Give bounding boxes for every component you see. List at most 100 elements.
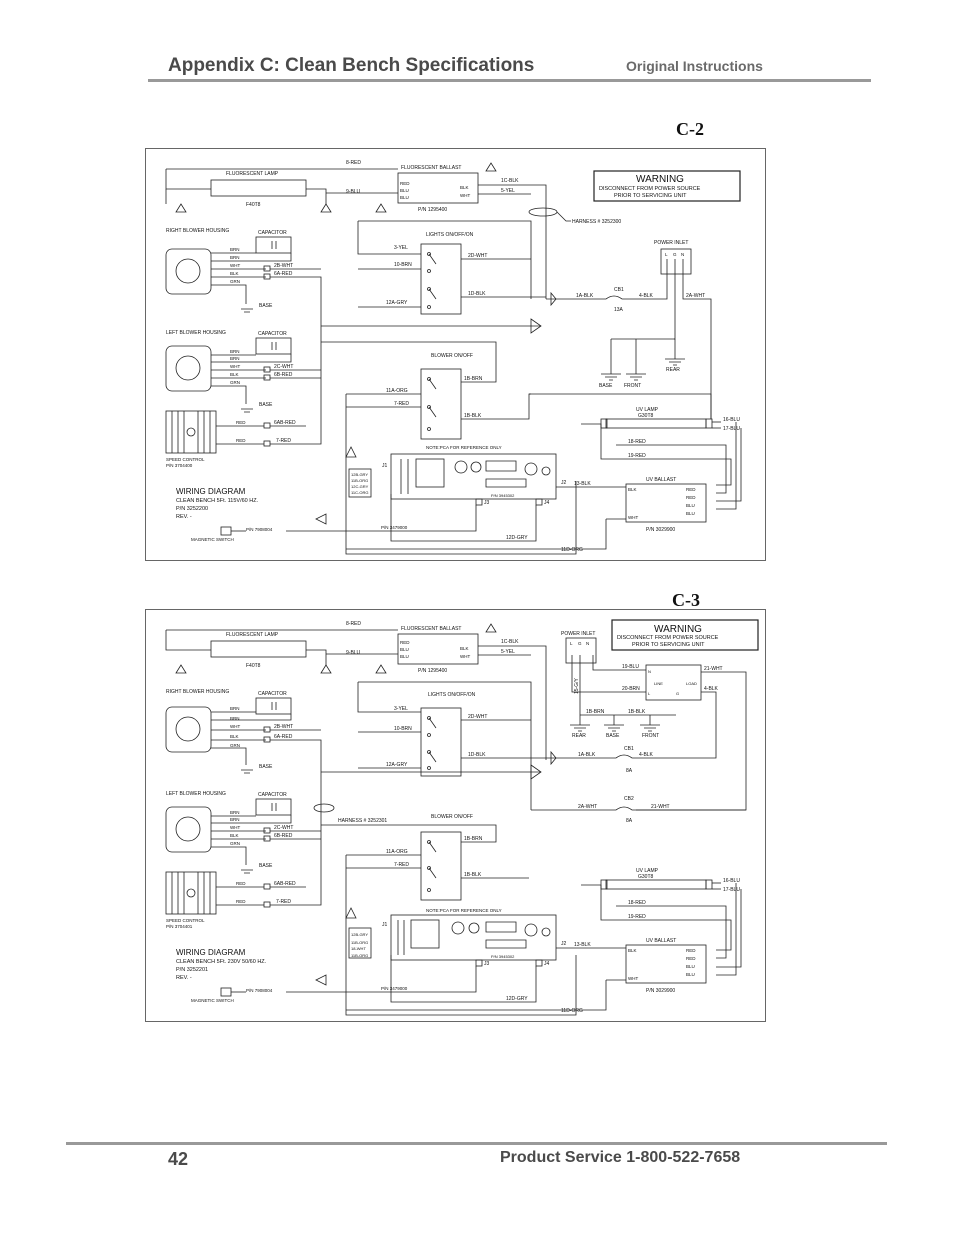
wire-label: 21-WHT <box>704 666 723 672</box>
wire-label: 2C-WHT <box>274 364 293 370</box>
wire-label: 7-RED <box>394 401 409 407</box>
wire-label: 1A-BLK <box>576 293 594 299</box>
wire-label: 1B-BLK <box>628 709 646 715</box>
wire-label: 13-BLK <box>574 481 591 487</box>
ground-label: REAR <box>572 733 586 739</box>
wiring-diagram-rev: REV. - <box>176 514 192 520</box>
wire-label: 6B-RED <box>274 833 293 839</box>
svg-text:WHT: WHT <box>628 515 638 520</box>
svg-text:BLU: BLU <box>686 964 695 969</box>
wire-label: 7-RED <box>276 438 291 444</box>
wire-label: 13-BLK <box>574 942 591 948</box>
harness-label: HARNESS # 3252300 <box>572 219 621 225</box>
svg-text:J2: J2 <box>561 941 567 947</box>
wire-label: 3-YEL <box>394 706 408 712</box>
svg-text:J3: J3 <box>484 500 490 506</box>
uv-lamp-part: G30T8 <box>638 413 654 419</box>
svg-text:11C-ORG: 11C-ORG <box>351 490 368 495</box>
svg-text:RED: RED <box>236 899 246 904</box>
wire-label: 17-BLU <box>723 887 740 893</box>
svg-text:J3: J3 <box>484 961 490 967</box>
ground-label: FRONT <box>624 383 641 389</box>
page-header-title: Appendix C: Clean Bench Specifications <box>168 55 535 76</box>
svg-text:BLK: BLK <box>230 833 239 838</box>
wire-label: 8-RED <box>346 621 361 627</box>
wire-label: 12D-GRY <box>506 535 528 541</box>
wire-label: 19-RED <box>628 914 646 920</box>
svg-text:RED: RED <box>686 495 696 500</box>
svg-text:GRN: GRN <box>230 380 240 385</box>
wire-label: 12D-GRY <box>506 996 528 1002</box>
speed-control-label: SPEED CONTROL <box>166 918 205 923</box>
fl-lamp-part: F40T8 <box>246 663 261 669</box>
magnetic-switch-part: P/N 7908004 <box>246 527 273 532</box>
lights-switch <box>420 707 462 777</box>
magnetic-switch <box>220 987 232 997</box>
fl-lamp-label: FLUORESCENT LAMP <box>226 171 279 177</box>
wire-label: 18-RED <box>628 900 646 906</box>
ground-label: BASE <box>259 764 273 770</box>
capacitor-label: CAPACITOR <box>258 691 287 697</box>
wire-label: 1B-BRN <box>586 709 605 715</box>
right-blower-label: RIGHT BLOWER HOUSING <box>166 228 229 234</box>
svg-text:RED: RED <box>686 487 696 492</box>
wiring-diagram-c2: FLUORESCENT LAMP F40T8 FLUORESCENT BALLA… <box>145 148 766 561</box>
fluorescent-lamp <box>210 179 307 197</box>
left-blower-label: LEFT BLOWER HOUSING <box>166 330 226 336</box>
svg-text:BRN: BRN <box>230 817 240 822</box>
speed-control-part: P/N 3704400 <box>166 463 193 468</box>
speed-control <box>165 871 217 915</box>
wiring-diagram-part: P/N 3252201 <box>176 967 208 973</box>
svg-text:L: L <box>648 691 651 696</box>
svg-text:11B-ORG: 11B-ORG <box>351 478 368 483</box>
wire-label: 11D-ORG <box>561 547 583 553</box>
wire-label: 1B-BRN <box>464 836 483 842</box>
svg-text:LOAD: LOAD <box>686 681 697 686</box>
uv-ballast-label: UV BALLAST <box>646 477 676 483</box>
wire-label: 1B-BLK <box>464 872 482 878</box>
wire-label: 1B-BLK <box>464 413 482 419</box>
svg-text:GRN: GRN <box>230 279 240 284</box>
wire-label: 19-BLU <box>622 664 639 670</box>
speed-control-part: P/N 3704401 <box>166 924 193 929</box>
svg-text:J1: J1 <box>382 922 388 928</box>
warning-box <box>593 170 741 202</box>
harness-label: HARNESS # 3252301 <box>338 818 387 824</box>
wire-label: 1C-BLK <box>501 639 519 645</box>
svg-text:RED: RED <box>686 948 696 953</box>
svg-text:WHT: WHT <box>230 364 240 369</box>
wire-label: 21-WHT <box>651 804 670 810</box>
left-blower-housing <box>165 806 212 853</box>
wire-label: 12A-GRY <box>386 300 408 306</box>
magnetic-switch-label: MAGNETIC SWITCH <box>191 537 234 542</box>
ground-label: FRONT <box>642 733 659 739</box>
svg-text:J1: J1 <box>382 463 388 469</box>
wire-label: 10-BRN <box>394 726 412 732</box>
svg-text:G: G <box>578 641 582 646</box>
svg-text:G: G <box>676 691 679 696</box>
circuit-breaker-cb1 <box>615 754 633 759</box>
wire-label: 1D-BLK <box>468 291 486 297</box>
cb1-label: CB1 <box>614 287 624 293</box>
cable-part: P/N 3479000 <box>381 525 408 530</box>
wire-label: 7-RED <box>394 862 409 868</box>
left-capacitor <box>255 798 292 816</box>
uv-lamp-label: UV LAMP <box>636 407 659 413</box>
wiring-diagram-title: WIRING DIAGRAM <box>176 487 246 496</box>
wire-label: 4-BLK <box>639 752 654 758</box>
wire-label: 2B-WHT <box>274 263 293 269</box>
lights-switch <box>420 243 462 315</box>
left-blower-label: LEFT BLOWER HOUSING <box>166 791 226 797</box>
circuit-breaker-cb1 <box>605 295 623 300</box>
svg-text:BLU: BLU <box>686 511 695 516</box>
svg-text:BRN: BRN <box>230 810 240 815</box>
figure-label-c2: C-2 <box>676 119 704 139</box>
wire-label: 17-BLU <box>723 426 740 432</box>
svg-text:WHT: WHT <box>230 263 240 268</box>
svg-text:BLK: BLK <box>230 734 239 739</box>
fl-lamp-label: FLUORESCENT LAMP <box>226 632 279 638</box>
svg-text:12B-GRY: 12B-GRY <box>351 472 368 477</box>
wire-label: 1D-BLK <box>468 752 486 758</box>
cb2-rating: 8A <box>626 818 633 824</box>
wire-label: 7-RED <box>276 899 291 905</box>
